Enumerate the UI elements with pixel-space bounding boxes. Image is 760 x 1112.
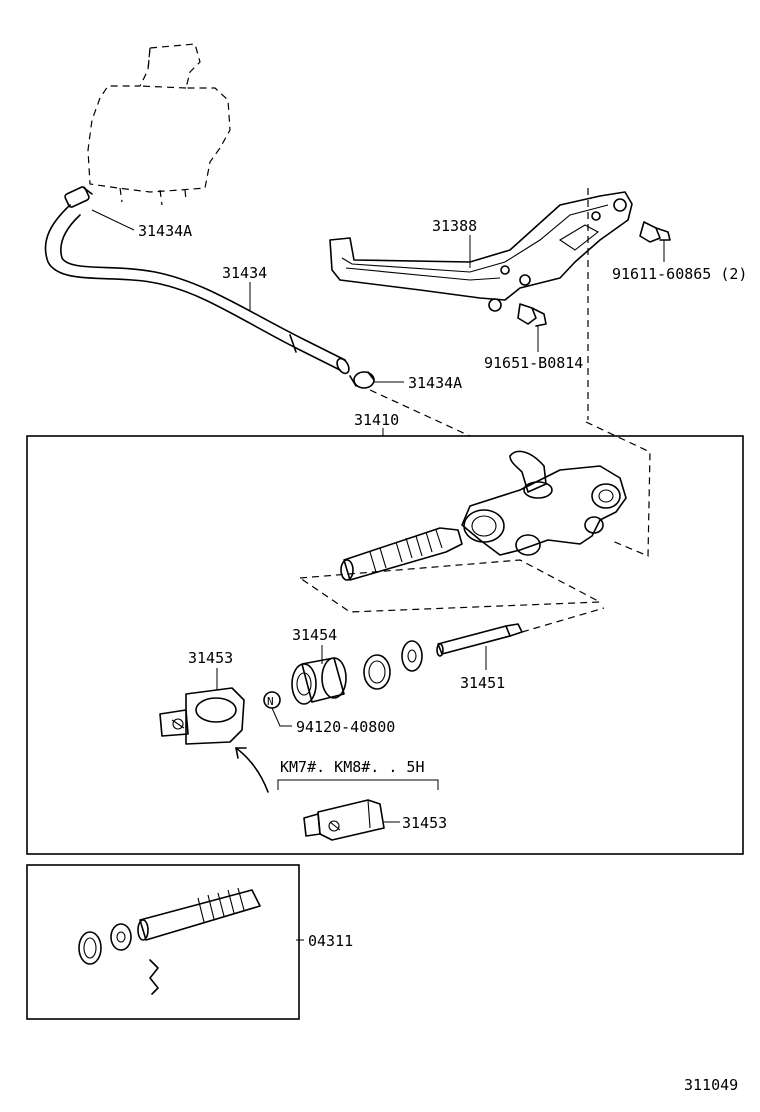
push-rod bbox=[436, 623, 523, 657]
retainer bbox=[291, 657, 347, 705]
label-kit: 04311 bbox=[308, 932, 353, 950]
leader-lines bbox=[91, 209, 665, 941]
kit-box bbox=[26, 864, 300, 1020]
label-hose-clamp-upper: 31434A bbox=[138, 222, 192, 240]
bolt-right bbox=[639, 221, 671, 243]
bolt-lower bbox=[517, 303, 547, 327]
boot bbox=[159, 687, 245, 745]
label-bolt-right: 91611-60865 (2) bbox=[612, 265, 747, 283]
master-cylinder-body bbox=[461, 450, 627, 556]
label-clevis-alt: 31453 bbox=[402, 814, 447, 832]
snap-ring bbox=[363, 654, 391, 690]
label-push-rod: 31451 bbox=[460, 674, 505, 692]
label-bracket: 31388 bbox=[432, 217, 477, 235]
label-bolt-lower: 91651-B0814 bbox=[484, 354, 583, 372]
variant-bracket bbox=[277, 779, 439, 790]
label-hose-clamp-lower: 31434A bbox=[408, 374, 462, 392]
master-cylinder-box bbox=[26, 435, 744, 855]
label-washer-n: 94120-40800 bbox=[296, 718, 395, 736]
variant-arrow bbox=[235, 747, 269, 793]
label-master-cylinder-assy: 31410 bbox=[354, 411, 399, 429]
label-boot: 31453 bbox=[188, 649, 233, 667]
n-marker: N bbox=[263, 691, 281, 709]
clevis-alt bbox=[303, 799, 385, 841]
label-variant-note: KM7#. KM8#. . 5H bbox=[280, 758, 425, 776]
piston-spring bbox=[340, 527, 463, 581]
label-diagram-number: 311049 bbox=[684, 1076, 738, 1094]
washer bbox=[401, 640, 423, 672]
pedal-bracket bbox=[329, 191, 633, 312]
hose-clamp-lower bbox=[349, 371, 375, 389]
label-hose: 31434 bbox=[222, 264, 267, 282]
n-mark-text: N bbox=[267, 695, 274, 708]
kit-parts bbox=[78, 887, 261, 995]
hose-clamp-upper bbox=[64, 186, 93, 208]
label-retainer: 31454 bbox=[292, 626, 337, 644]
reservoir-hose bbox=[44, 204, 350, 375]
reservoir-phantom bbox=[87, 43, 231, 206]
